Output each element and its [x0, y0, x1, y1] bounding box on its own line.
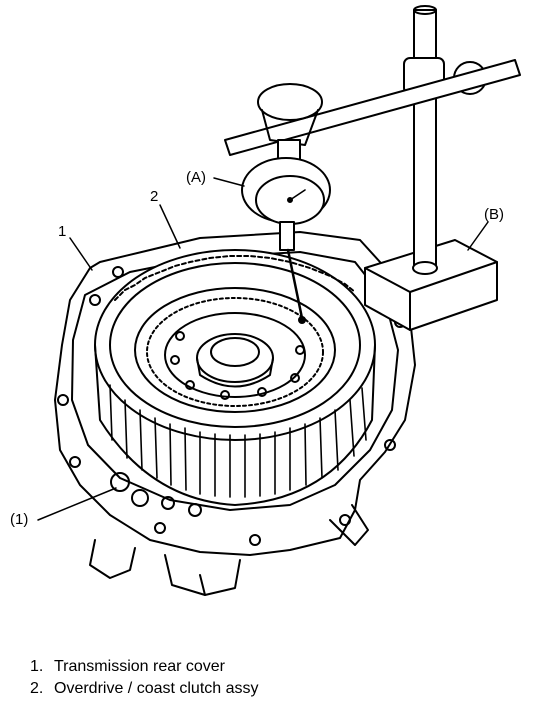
- dial-indicator: [241, 83, 331, 324]
- legend-item: 2. Overdrive / coast clutch assy: [30, 678, 259, 700]
- legend-number: 1.: [30, 658, 44, 675]
- legend-item: 1. Transmission rear cover: [30, 656, 259, 678]
- legend-text: Overdrive / coast clutch assy: [54, 680, 259, 697]
- overdrive-coast-clutch-assy: [94, 249, 376, 506]
- parts-legend: 1. Transmission rear cover 2. Overdrive / …: [30, 656, 259, 700]
- callout-tool-a: (A): [186, 169, 206, 186]
- callout-part-1: 1: [58, 223, 67, 240]
- callout-tool-b: (B): [484, 206, 504, 223]
- callout-part-2: 2: [150, 188, 159, 205]
- legend-number: 2.: [30, 680, 44, 697]
- callout-point-1: (1): [10, 511, 29, 528]
- leader-lines: [37, 177, 489, 521]
- legend-text: Transmission rear cover: [54, 658, 226, 675]
- magnetic-base: [364, 239, 498, 331]
- dial-gauge-measurement-illustration: [37, 5, 521, 596]
- stand-column: [224, 5, 521, 275]
